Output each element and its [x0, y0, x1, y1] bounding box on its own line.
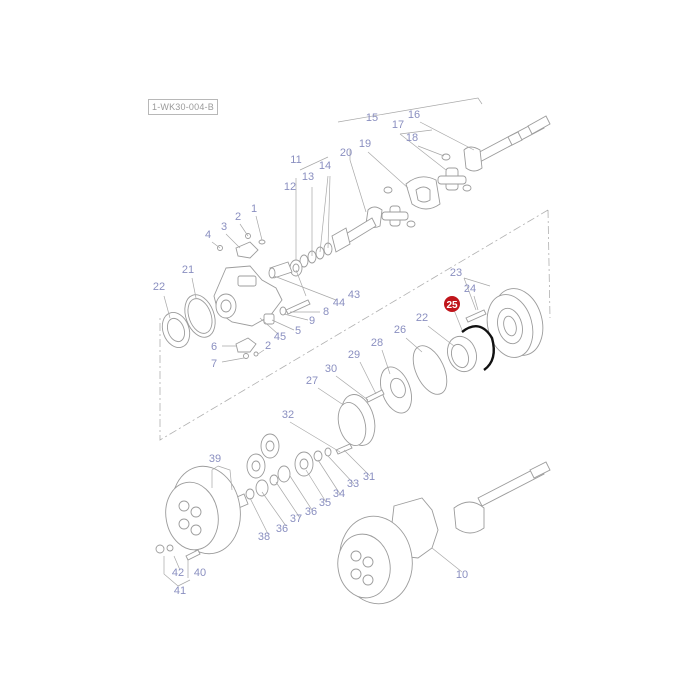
- part-label-14[interactable]: 14: [319, 160, 331, 172]
- part-label-2[interactable]: 2: [235, 211, 241, 223]
- part-label-32[interactable]: 32: [282, 409, 294, 421]
- upper-drive-shaft: [268, 115, 551, 279]
- part-label-13[interactable]: 13: [302, 171, 314, 183]
- part-label-30[interactable]: 30: [325, 363, 337, 375]
- part-label-8[interactable]: 8: [323, 306, 329, 318]
- highlighted-part-number: 25: [446, 300, 458, 311]
- part-label-5[interactable]: 5: [295, 325, 301, 337]
- part-label-11[interactable]: 11: [290, 154, 301, 166]
- part-label-19[interactable]: 19: [359, 138, 371, 150]
- part-label-26[interactable]: 26: [394, 324, 406, 336]
- part-label-21[interactable]: 21: [182, 264, 194, 276]
- part-label-1[interactable]: 1: [251, 203, 257, 215]
- part-label-18[interactable]: 18: [406, 132, 418, 144]
- wheel-hub-assembly: [337, 288, 544, 446]
- diagram-reference-code: 1-WK30-004-B: [148, 99, 218, 115]
- part-label-28[interactable]: 28: [371, 337, 383, 349]
- part-label-42[interactable]: 42: [172, 567, 184, 579]
- highlighted-part-badge[interactable]: 25: [444, 296, 460, 312]
- part-label-41[interactable]: 41: [174, 585, 186, 597]
- part-label-24[interactable]: 24: [464, 283, 476, 295]
- part-label-22[interactable]: 22: [153, 281, 165, 293]
- part-label-33[interactable]: 33: [347, 478, 359, 490]
- part-label-40[interactable]: 40: [194, 567, 206, 579]
- part-label-27[interactable]: 27: [306, 375, 318, 387]
- part-label-2[interactable]: 2: [265, 340, 271, 352]
- part-label-45[interactable]: 45: [274, 331, 286, 343]
- part-label-34[interactable]: 34: [333, 488, 345, 500]
- part-label-6[interactable]: 6: [211, 341, 217, 353]
- part-label-44[interactable]: 44: [333, 297, 345, 309]
- part-label-43[interactable]: 43: [348, 289, 360, 301]
- part-label-3[interactable]: 3: [221, 221, 227, 233]
- part-label-38[interactable]: 38: [258, 531, 270, 543]
- part-label-31[interactable]: 31: [363, 471, 375, 483]
- part-label-16[interactable]: 16: [408, 109, 420, 121]
- o-ring-part-25[interactable]: [461, 325, 495, 371]
- part-label-12[interactable]: 12: [284, 181, 296, 193]
- part-label-10[interactable]: 10: [456, 569, 468, 581]
- steering-knuckle: [161, 233, 311, 359]
- part-label-39[interactable]: 39: [209, 453, 221, 465]
- part-label-17[interactable]: 17: [392, 119, 404, 131]
- planetary-gears: [225, 433, 353, 511]
- part-label-29[interactable]: 29: [348, 349, 360, 361]
- part-label-35[interactable]: 35: [319, 497, 331, 509]
- part-label-7[interactable]: 7: [211, 358, 217, 370]
- part-label-37[interactable]: 37: [290, 513, 302, 525]
- part-label-15[interactable]: 15: [366, 112, 378, 124]
- part-label-36[interactable]: 36: [276, 523, 288, 535]
- part-label-22[interactable]: 22: [416, 312, 428, 324]
- part-label-23[interactable]: 23: [450, 267, 462, 279]
- part-label-4[interactable]: 4: [205, 229, 211, 241]
- assembly-boundary: [159, 209, 551, 441]
- part-label-9[interactable]: 9: [309, 315, 315, 327]
- part-label-36[interactable]: 36: [305, 506, 317, 518]
- leader-lines: [163, 97, 491, 587]
- part-label-20[interactable]: 20: [340, 147, 352, 159]
- assembled-axle: [337, 461, 551, 605]
- lower-left-hub: [155, 465, 241, 561]
